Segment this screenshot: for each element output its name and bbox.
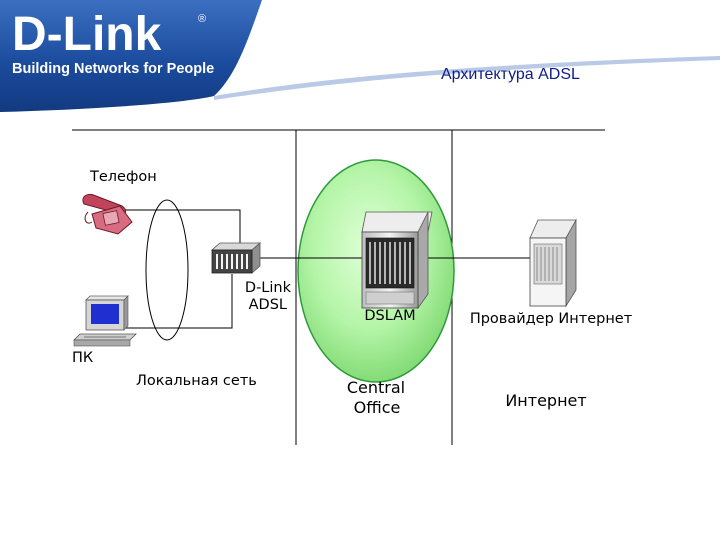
phone-to-modem-line <box>123 210 258 244</box>
logo-tagline: Building Networks for People <box>12 61 214 77</box>
lan-label: Локальная сеть <box>136 373 257 389</box>
phone-label: Телефон <box>89 169 157 185</box>
adsl-modem-icon <box>212 243 260 273</box>
internet-label: Интернет <box>505 391 586 410</box>
server-icon <box>530 220 576 306</box>
modem-label-line1: D-Link <box>245 280 292 296</box>
slide-title: Архитектура ADSL <box>441 66 580 83</box>
telephone-icon <box>83 194 132 234</box>
central-office-label-line1: Central <box>347 378 405 397</box>
dslam-rack-icon <box>362 212 432 308</box>
pc-label: ПК <box>72 350 94 366</box>
logo-registered-mark: ® <box>198 13 206 25</box>
computer-icon <box>74 296 136 346</box>
isp-label: Провайдер Интернет <box>470 311 633 327</box>
dslam-label: DSLAM <box>364 308 415 324</box>
logo-brand: D-Link <box>12 8 162 61</box>
central-office-label-line2: Office <box>354 398 401 417</box>
lan-zone <box>146 200 188 340</box>
modem-label-line2: ADSL <box>249 297 287 313</box>
